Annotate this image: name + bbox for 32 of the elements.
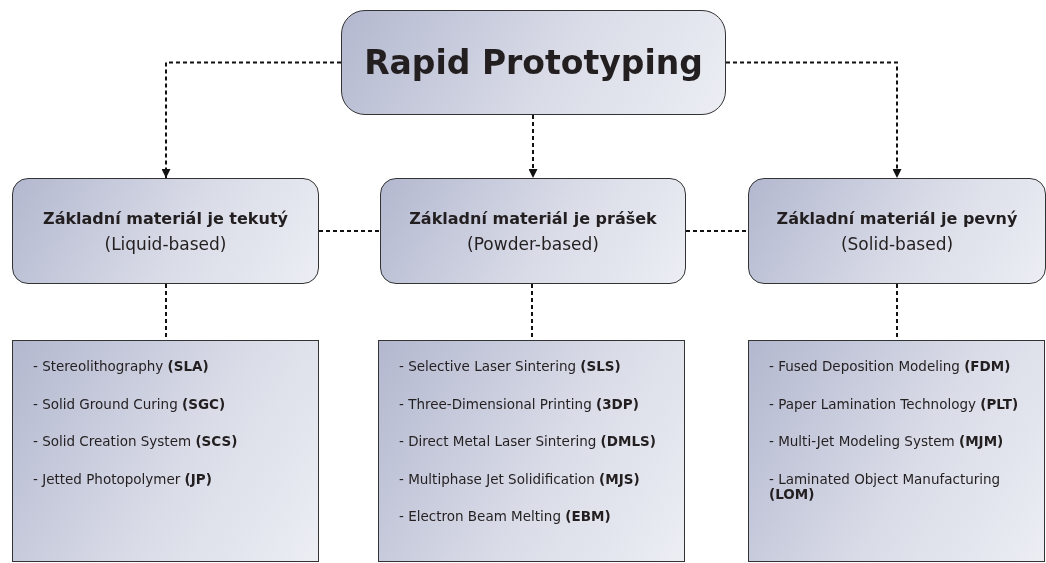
list-item: - Paper Lamination Technology (PLT) — [769, 396, 1020, 413]
list-item: - Solid Creation System (SCS) — [33, 434, 239, 450]
list-item: - Laminated Object Manufacturing (LOM) — [769, 471, 1002, 503]
category-subtitle: (Powder-based) — [467, 233, 599, 254]
category-subtitle: (Solid-based) — [840, 233, 954, 254]
list-item: - Electron Beam Melting (EBM) — [399, 509, 612, 525]
category-box — [748, 178, 1046, 284]
category-box — [380, 178, 686, 284]
list-item: - Multiphase Jet Solidification (MJS) — [399, 471, 641, 488]
list-item: - Selective Laser Sintering (SLS) — [399, 359, 622, 375]
connector-line — [685, 230, 749, 232]
list-box — [378, 340, 685, 562]
category-heading: Základní materiál je pevný — [776, 208, 1018, 228]
list-box — [12, 340, 319, 562]
list-item: - Direct Metal Laser Sintering (DMLS) — [399, 434, 657, 450]
list-item: - Solid Ground Curing (SGC) — [33, 396, 227, 413]
list-item: - Jetted Photopolymer (JP) — [33, 471, 213, 488]
list-item: - Three-Dimensional Printing (3DP) — [399, 396, 640, 413]
list-item: - Stereolithography (SLA) — [33, 359, 210, 375]
arrow — [161, 61, 342, 179]
connector-line — [318, 230, 381, 232]
category-box — [12, 178, 319, 284]
list-box — [748, 340, 1045, 562]
list-item: - Fused Deposition Modeling (FDM) — [769, 359, 1012, 375]
arrow — [725, 61, 902, 179]
title: Rapid Prototyping — [364, 43, 703, 82]
title-box — [341, 10, 726, 115]
category-heading: Základní materiál je tekutý — [43, 208, 288, 228]
list-item: - Multi-Jet Modeling System (MJM) — [769, 434, 1005, 450]
arrow — [528, 114, 538, 179]
category-subtitle: (Liquid-based) — [104, 233, 227, 254]
category-heading: Základní materiál je prášek — [409, 208, 657, 228]
